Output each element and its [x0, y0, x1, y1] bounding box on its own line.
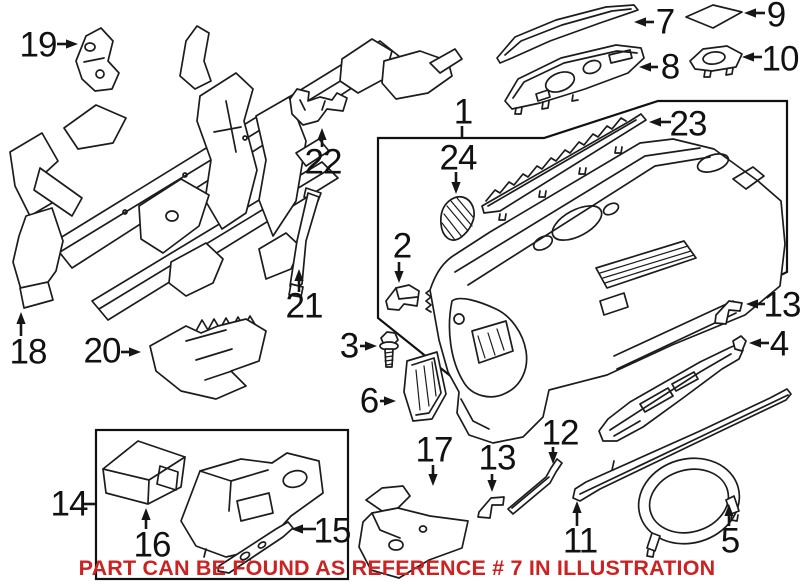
callout-arrowhead-11 [572, 501, 582, 513]
callout-arrowhead-4 [749, 338, 761, 348]
part-1-dashboard-drawing [425, 138, 786, 444]
callout-20: 20 [83, 331, 122, 371]
part-5-drawing [637, 457, 741, 558]
callout-arrowhead-8 [639, 62, 651, 72]
callout-arrowhead-21 [294, 269, 304, 281]
part-4-drawing [598, 335, 747, 442]
part-11-drawing [572, 388, 792, 502]
group-box-part-14 [94, 428, 350, 581]
callout-15: 15 [313, 511, 352, 551]
callout-9: 9 [766, 0, 786, 35]
callout-12: 12 [541, 413, 580, 453]
callout-21: 21 [285, 286, 324, 326]
notice-text: PART CAN BE FOUND AS REFERENCE # 7 IN IL… [78, 556, 716, 580]
callout-arrowhead-15 [291, 524, 303, 534]
callout-23: 23 [669, 104, 708, 144]
callout-22: 22 [304, 142, 343, 182]
part-13-middle-drawing [477, 496, 505, 519]
callout-arrowhead-17 [428, 474, 438, 486]
callout-arrowhead-18 [16, 312, 26, 324]
callout-19: 19 [19, 25, 58, 65]
callout-16: 16 [133, 525, 172, 565]
callout-arrowhead-16 [141, 508, 151, 520]
callout-10: 10 [761, 39, 800, 79]
part-20-drawing [149, 315, 267, 400]
part-22-drawing [289, 88, 348, 126]
part-8-drawing [504, 44, 645, 115]
callout-7: 7 [655, 2, 675, 42]
part-2-drawing [385, 284, 420, 311]
callout-2: 2 [392, 226, 412, 266]
callout-arrowhead-6 [384, 396, 396, 406]
part-3-drawing [379, 331, 399, 368]
callout-arrowhead-20 [129, 347, 141, 357]
part-13-right-drawing [714, 300, 743, 325]
part-15-drawing [217, 521, 294, 574]
callout-8: 8 [660, 47, 680, 87]
part-14-housing-drawing [180, 452, 324, 561]
callout-arrowhead-19 [66, 39, 78, 49]
callout-arrowhead-10 [742, 52, 754, 62]
part-7-drawing [496, 4, 639, 64]
part-19-drawing [75, 27, 120, 92]
callout-arrowhead-24 [451, 182, 461, 194]
part-16-drawing [102, 440, 186, 505]
callout-18: 18 [9, 332, 48, 372]
callout-17: 17 [415, 430, 454, 470]
callout-arrowhead-5 [724, 504, 734, 516]
callout-6: 6 [359, 381, 379, 421]
callout-5: 5 [720, 521, 740, 561]
callout-4: 4 [769, 324, 789, 364]
part-10-drawing [689, 45, 743, 78]
part-12-drawing [507, 458, 563, 515]
callout-1: 1 [453, 92, 473, 132]
group-box-part-1 [376, 99, 789, 392]
part-24-drawing [439, 195, 475, 241]
callout-arrowhead-7 [634, 17, 646, 27]
callout-24: 24 [439, 138, 478, 178]
callout-3: 3 [339, 326, 359, 366]
callout-11: 11 [562, 521, 598, 561]
callout-arrowhead-9 [744, 8, 756, 18]
callout-arrowhead-13 [746, 299, 758, 309]
callout-arrowhead-23 [649, 117, 661, 127]
part-6-drawing [403, 351, 447, 422]
callout-arrowhead-12 [548, 452, 558, 464]
callout-arrowhead-22 [317, 128, 327, 140]
callout-13: 13 [763, 285, 800, 325]
callout-arrowhead-2 [394, 271, 404, 283]
part-9-drawing [685, 4, 743, 29]
part-17-drawing [358, 485, 469, 579]
callout-arrowhead-3 [365, 341, 377, 351]
part-18-crossmember-drawing [9, 25, 463, 321]
callout-14: 14 [50, 484, 89, 524]
callout-13: 13 [478, 438, 517, 478]
part-23-drawing [481, 113, 647, 221]
callout-arrowhead-13 [487, 480, 497, 492]
